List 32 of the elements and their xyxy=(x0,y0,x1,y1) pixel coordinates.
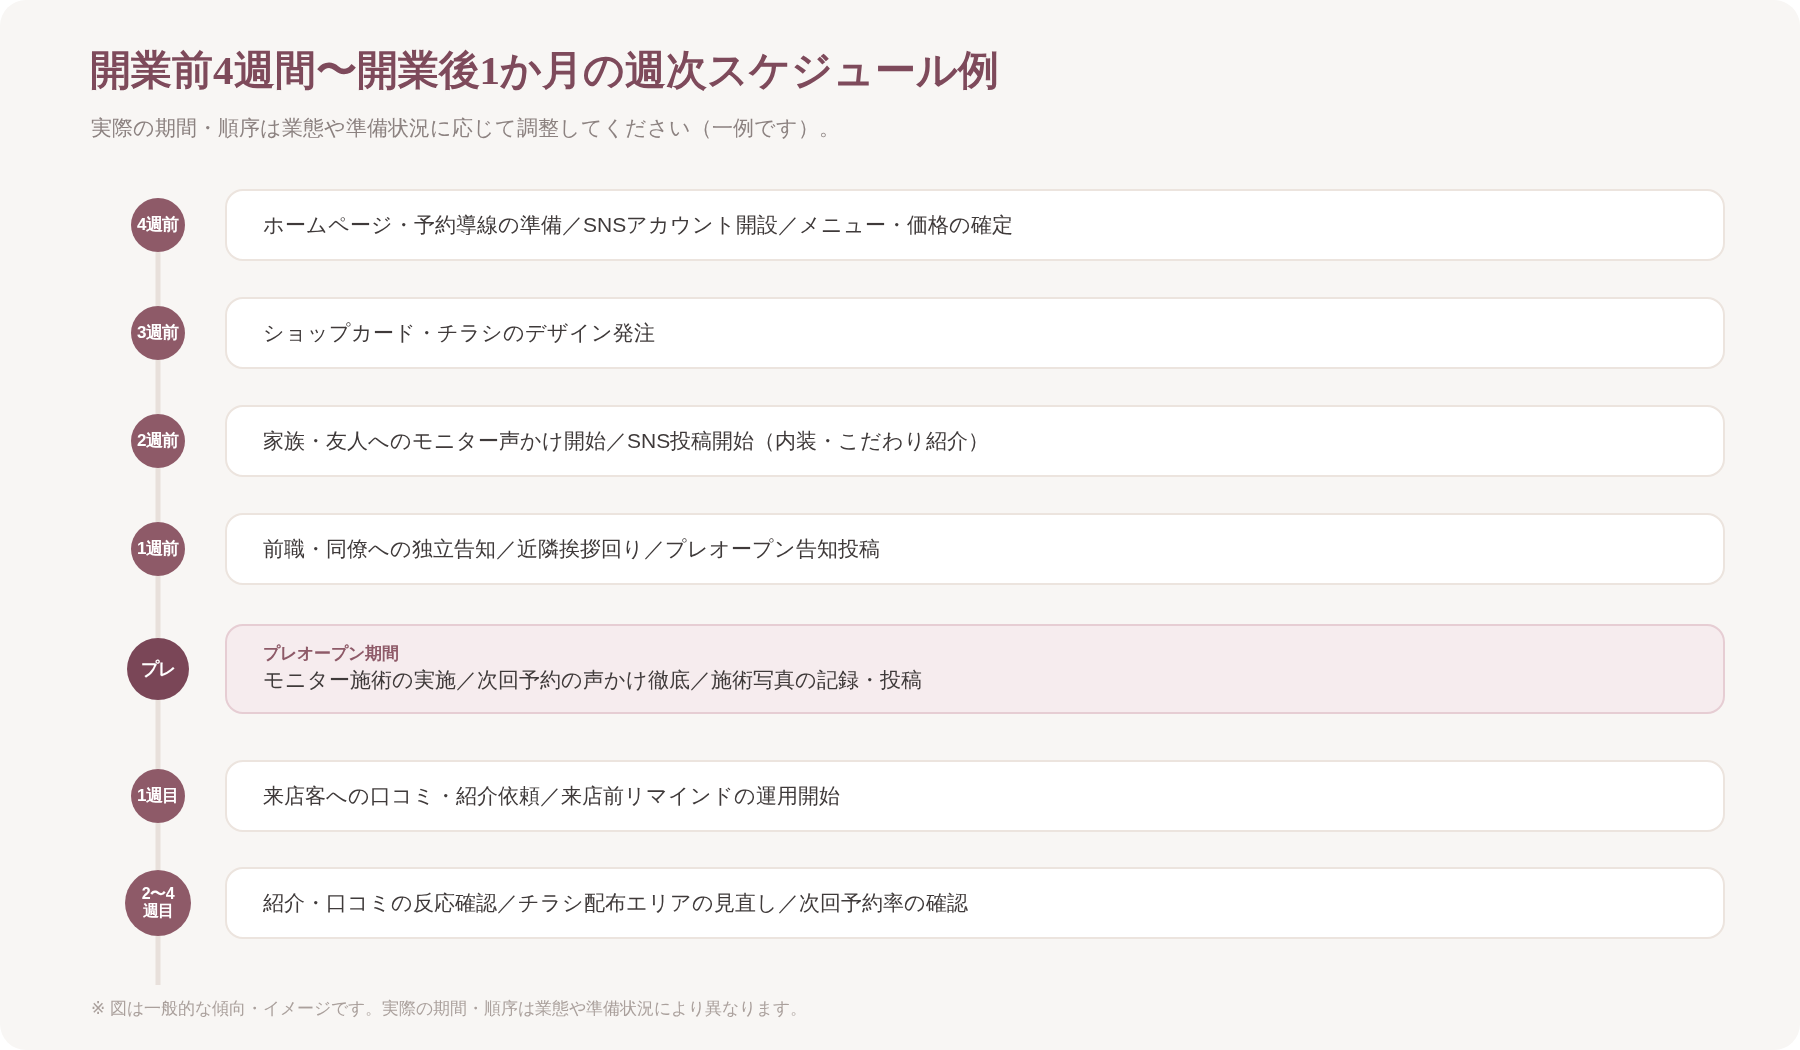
task-text: モニター施術の実施／次回予約の声かけ徹底／施術写真の記録・投稿 xyxy=(263,666,923,693)
timeline-line xyxy=(155,700,161,769)
week-marker: プレ xyxy=(127,638,189,700)
timeline-line xyxy=(155,936,161,985)
timeline-line xyxy=(155,823,161,870)
timeline-line xyxy=(155,468,161,522)
week-marker: 1週前 xyxy=(131,522,185,576)
task-card xyxy=(225,867,1725,939)
week-marker: 2週前 xyxy=(131,414,185,468)
footnote-caption: ※ 図は一般的な傾向・イメージです。実際の期間・順序は業態や準備状況により異なります。 xyxy=(91,998,807,1020)
task-text: 来店客への口コミ・紹介依頼／来店前リマインドの運用開始 xyxy=(263,782,841,809)
week-marker: 2〜4週目 xyxy=(125,870,191,936)
task-text: 前職・同僚への独立告知／近隣挨拶回り／プレオープン告知投稿 xyxy=(263,535,881,562)
timeline-line xyxy=(155,360,161,414)
timeline-line xyxy=(155,252,161,306)
task-card xyxy=(225,405,1725,477)
timeline-line xyxy=(155,576,161,638)
task-card xyxy=(225,624,1725,714)
task-text: ショップカード・チラシのデザイン発注 xyxy=(263,319,656,346)
week-marker: 3週前 xyxy=(131,306,185,360)
diagram-title: 開業前4週間〜開業後1か月の週次スケジュール例 xyxy=(90,46,999,95)
phase-heading: プレオープン期間 xyxy=(263,642,400,665)
task-text: 紹介・口コミの反応確認／チラシ配布エリアの見直し／次回予約率の確認 xyxy=(263,889,969,916)
task-card xyxy=(225,760,1725,832)
task-card xyxy=(225,189,1725,261)
task-text: ホームページ・予約導線の準備／SNSアカウント開設／メニュー・価格の確定 xyxy=(263,211,1015,238)
week-marker: 1週目 xyxy=(131,769,185,823)
subtitle-note: 実際の期間・順序は業態や準備状況に応じて調整してください（一例です）。 xyxy=(91,115,840,141)
task-text: 家族・友人へのモニター声かけ開始／SNS投稿開始（内装・こだわり紹介） xyxy=(263,427,991,454)
task-card xyxy=(225,297,1725,369)
week-marker: 4週前 xyxy=(131,198,185,252)
task-card xyxy=(225,513,1725,585)
